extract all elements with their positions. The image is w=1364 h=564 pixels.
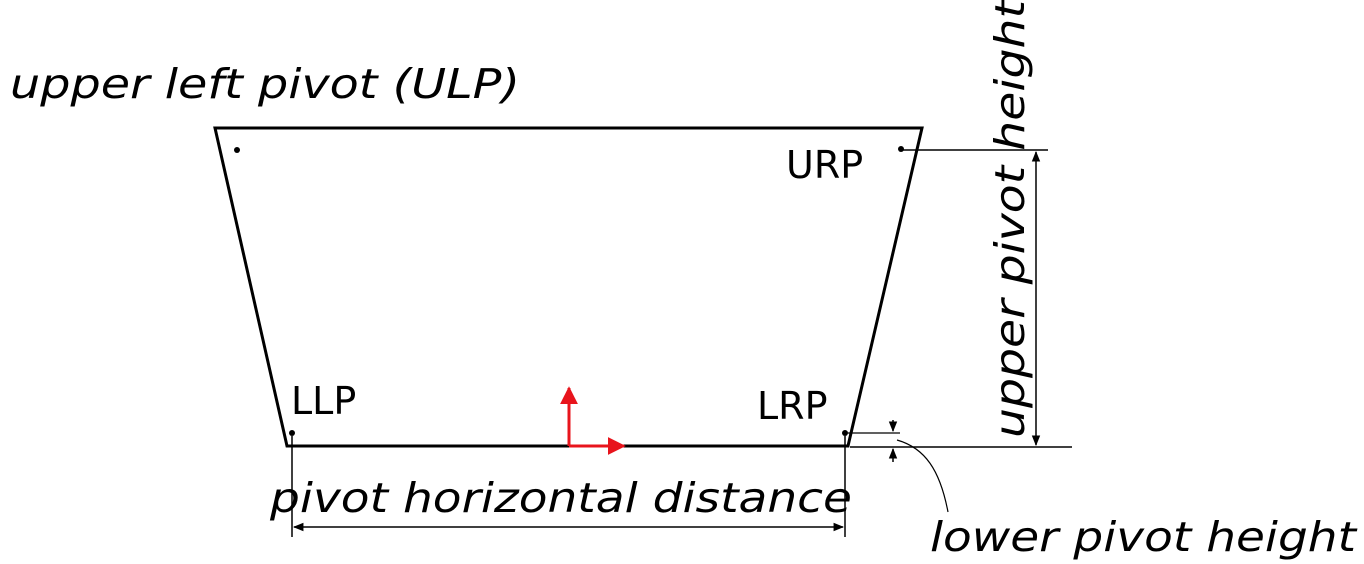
urp-pivot-dot (898, 146, 904, 152)
upper-pivot-height-label: upper pivot height (986, 0, 1034, 438)
lrp-label: LRP (757, 384, 828, 428)
origin-axes (560, 386, 626, 455)
pivot-horizontal-distance-label: pivot horizontal distance (269, 474, 852, 522)
llp-pivot-dot (289, 430, 295, 436)
ulp-label: upper left pivot (ULP) (10, 60, 520, 108)
urp-label: URP (786, 143, 863, 187)
trapezoid-outline (213, 126, 924, 448)
llp-label: LLP (291, 379, 356, 423)
lrp-pivot-dot (842, 430, 848, 436)
upper-pivot-height-dimension (850, 149, 1072, 448)
lower-pivot-height-label: lower pivot height (930, 513, 1358, 561)
pivot-horizontal-distance-dimension (291, 436, 846, 537)
lower-pivot-height-dimension (848, 420, 949, 513)
lower-pivot-height-leader (896, 439, 949, 513)
ulp-pivot-dot (234, 147, 240, 153)
